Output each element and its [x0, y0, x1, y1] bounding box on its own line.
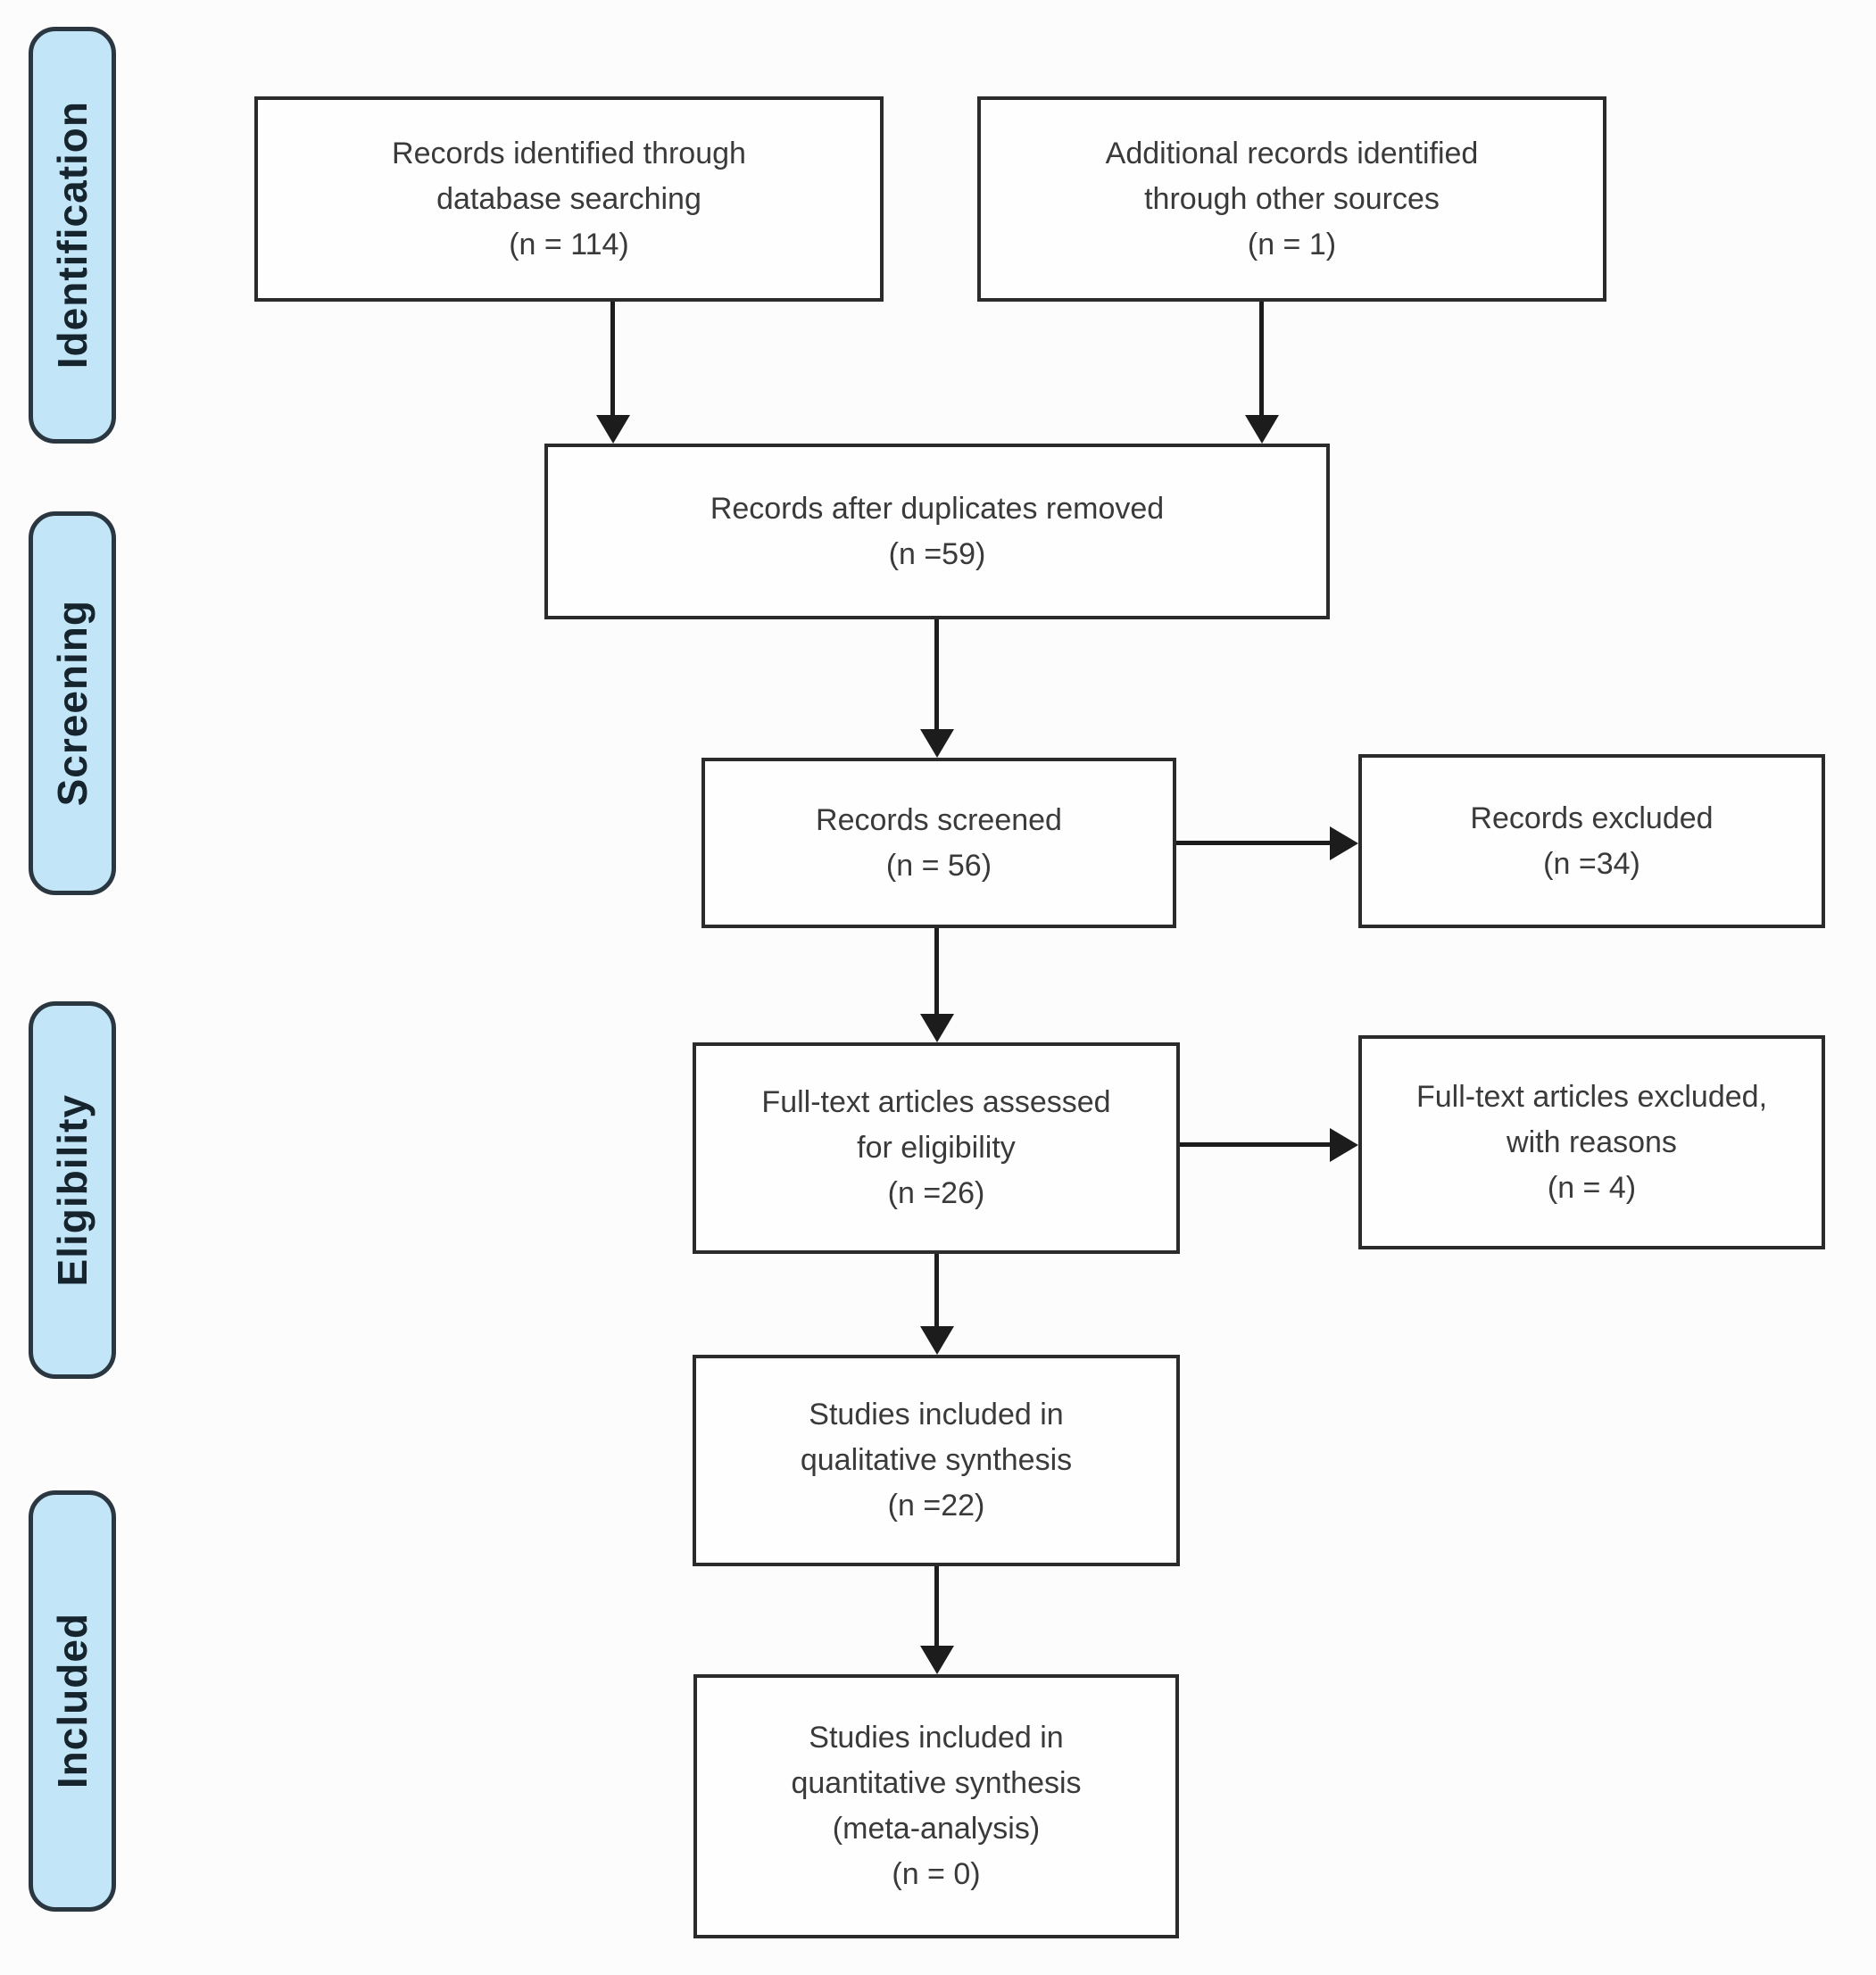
- arrow-fulltext-to-excluded: [1180, 1142, 1330, 1147]
- stage-label-included: Included: [49, 1613, 95, 1789]
- box-records-excluded-text: Records excluded (n =34): [1470, 801, 1714, 881]
- box-after-duplicates-text: Records after duplicates removed (n =59): [710, 491, 1165, 571]
- arrowhead-down-icon: [920, 1646, 954, 1674]
- box-records-screened-text: Records screened (n = 56): [816, 802, 1062, 883]
- stage-banner-screening: Screening: [29, 511, 116, 895]
- box-fulltext-assessed-text: Full-text articles assessed for eligibil…: [761, 1085, 1111, 1210]
- box-fulltext-excluded-text: Full-text articles excluded, with reason…: [1415, 1079, 1768, 1205]
- box-records-identified-text: Records identified through database sear…: [392, 136, 746, 261]
- arrowhead-down-icon: [1245, 415, 1279, 444]
- box-records-identified: Records identified through database sear…: [254, 96, 884, 302]
- stage-banner-identification: Identification: [29, 27, 116, 444]
- arrow-screened-to-excluded: [1176, 841, 1330, 845]
- stage-label-identification: Identification: [49, 101, 95, 369]
- box-qualitative-synthesis: Studies included in qualitative synthesi…: [693, 1355, 1180, 1566]
- stage-banner-included: Included: [29, 1490, 116, 1912]
- box-qualitative-synthesis-text: Studies included in qualitative synthesi…: [800, 1398, 1073, 1523]
- box-fulltext-assessed: Full-text articles assessed for eligibil…: [693, 1042, 1180, 1254]
- arrowhead-down-icon: [920, 1014, 954, 1042]
- box-after-duplicates: Records after duplicates removed (n =59): [544, 444, 1330, 619]
- arrowhead-right-icon: [1330, 826, 1358, 860]
- arrowhead-right-icon: [1330, 1128, 1358, 1162]
- arrow-fulltext-to-qualitative: [934, 1254, 939, 1326]
- arrow-duplicates-to-screened: [934, 619, 939, 729]
- arrowhead-down-icon: [920, 729, 954, 758]
- box-quantitative-synthesis: Studies included in quantitative synthes…: [693, 1674, 1179, 1938]
- box-fulltext-excluded: Full-text articles excluded, with reason…: [1358, 1035, 1825, 1249]
- box-quantitative-synthesis-text: Studies included in quantitative synthes…: [791, 1721, 1082, 1891]
- box-additional-records: Additional records identified through ot…: [977, 96, 1606, 302]
- arrow-qualitative-to-quantitative: [934, 1566, 939, 1646]
- arrowhead-down-icon: [920, 1326, 954, 1355]
- stage-label-eligibility: Eligibility: [49, 1093, 95, 1287]
- box-records-excluded: Records excluded (n =34): [1358, 754, 1825, 928]
- arrow-screened-to-fulltext: [934, 928, 939, 1014]
- box-records-screened: Records screened (n = 56): [701, 758, 1176, 928]
- stage-label-screening: Screening: [49, 600, 95, 807]
- stage-banner-eligibility: Eligibility: [29, 1001, 116, 1379]
- arrow-identified-to-duplicates: [610, 302, 615, 415]
- arrowhead-down-icon: [596, 415, 630, 444]
- box-additional-records-text: Additional records identified through ot…: [1105, 136, 1479, 261]
- arrow-additional-to-duplicates: [1259, 302, 1264, 415]
